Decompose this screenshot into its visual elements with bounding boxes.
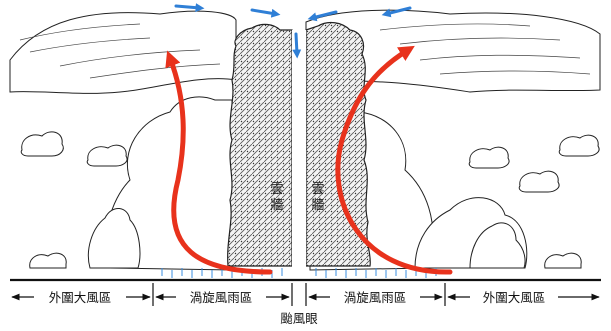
outflow-arrow-1: [176, 6, 200, 8]
rainband-zone-right-label: 渦旋風雨區: [344, 290, 407, 305]
eyewall-right: [306, 23, 370, 266]
rainband-zone-left-label: 渦旋風雨區: [190, 290, 253, 305]
outer-wind-zone-right-label: 外圍大風區: [483, 290, 546, 305]
eye-downdraft-arrow: [296, 34, 297, 54]
eyewall-label-left-char2: 牆: [270, 198, 283, 213]
eyewall-label-left-char1: 雲: [270, 182, 283, 197]
eyewall-label-right: 雲 牆: [311, 182, 324, 213]
eye-gap: [292, 30, 306, 268]
eyewall-label-left: 雲 牆: [270, 182, 283, 213]
eyewall-label-right-char2: 牆: [311, 198, 324, 213]
eyewall-label-right-char1: 雲: [311, 182, 324, 197]
outflow-arrow-2: [252, 10, 276, 14]
typhoon-eye-label: 颱風眼: [280, 311, 318, 326]
eyewall-left: [228, 24, 292, 266]
outer-wind-zone-left-label: 外圍大風區: [49, 290, 112, 305]
